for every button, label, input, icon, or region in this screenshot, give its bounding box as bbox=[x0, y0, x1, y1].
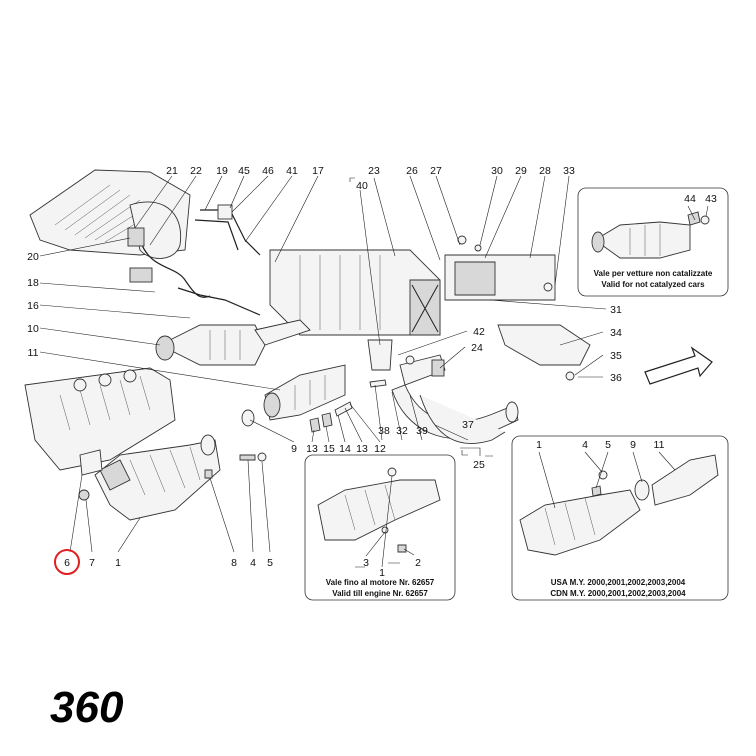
callout-12: 12 bbox=[374, 443, 386, 455]
callout-35: 35 bbox=[610, 350, 622, 362]
callout-6: 6 bbox=[64, 557, 70, 569]
callout-13a: 13 bbox=[306, 443, 318, 455]
callout-18: 18 bbox=[27, 277, 39, 289]
callout-13b: 13 bbox=[356, 443, 368, 455]
callout-26: 26 bbox=[406, 165, 418, 177]
bracket-mark-23 bbox=[349, 177, 355, 182]
note-usa-line: USA M.Y. 2000,2001,2002,2003,2004 bbox=[551, 578, 686, 587]
inset-callout-2: 2 bbox=[415, 557, 421, 569]
note-till-engine-it: Vale fino al motore Nr. 62657 bbox=[326, 578, 435, 587]
inset-usa-callout-4: 4 bbox=[582, 439, 588, 451]
exhaust-pipes-drawing bbox=[391, 354, 519, 444]
callout-1: 1 bbox=[115, 557, 121, 569]
callout-25: 25 bbox=[473, 459, 485, 471]
callout-5: 5 bbox=[267, 557, 273, 569]
inset-usa-callout-9: 9 bbox=[630, 439, 636, 451]
highlight-circle bbox=[54, 549, 80, 575]
note-till-engine-en: Valid till engine Nr. 62657 bbox=[332, 589, 428, 598]
callout-7: 7 bbox=[89, 557, 95, 569]
callout-46: 46 bbox=[262, 165, 274, 177]
callout-37: 37 bbox=[462, 419, 474, 431]
callout-20: 20 bbox=[27, 251, 39, 263]
engine-cover-drawing bbox=[29, 169, 191, 259]
leader-lines bbox=[39, 175, 709, 568]
muffler-bracket-drawing bbox=[444, 235, 556, 301]
catalyst-middle-drawing bbox=[241, 364, 346, 427]
muffler-drawing bbox=[269, 249, 441, 371]
callout-41: 41 bbox=[286, 165, 298, 177]
callout-11: 11 bbox=[28, 347, 39, 359]
callout-44: 44 bbox=[684, 193, 696, 205]
callout-36: 36 bbox=[610, 372, 622, 384]
callout-14: 14 bbox=[339, 443, 351, 455]
callout-29: 29 bbox=[515, 165, 527, 177]
note-cdn-line: CDN M.Y. 2000,2001,2002,2003,2004 bbox=[550, 589, 686, 598]
note-not-catalyzed-en: Valid for not catalyzed cars bbox=[601, 280, 705, 289]
inset-callout-3: 3 bbox=[363, 557, 369, 569]
inset-callout-1: 1 bbox=[379, 567, 385, 579]
inset-usa-callout-1: 1 bbox=[536, 439, 542, 451]
callout-15: 15 bbox=[323, 443, 335, 455]
callout-16: 16 bbox=[27, 300, 39, 312]
note-not-catalyzed-it: Vale per vetture non catalizzate bbox=[594, 269, 713, 278]
heat-shield-drawing bbox=[497, 324, 591, 381]
callout-8: 8 bbox=[231, 557, 237, 569]
callout-28: 28 bbox=[539, 165, 551, 177]
inset-usa-callout-11: 11 bbox=[654, 439, 665, 451]
catalyst-left-drawing bbox=[155, 319, 311, 366]
callout-40: 40 bbox=[356, 180, 368, 192]
inset-till-engine: Vale fino al motore Nr. 62657 Valid till… bbox=[304, 454, 456, 601]
callout-27: 27 bbox=[430, 165, 442, 177]
callout-43: 43 bbox=[705, 193, 717, 205]
inset-usa-cdn: USA M.Y. 2000,2001,2002,2003,2004 CDN M.… bbox=[511, 435, 729, 601]
callout-38: 38 bbox=[378, 425, 390, 437]
callout-22: 22 bbox=[190, 165, 202, 177]
cylinder-head-drawing bbox=[24, 367, 176, 471]
bracket-mark-25 bbox=[461, 450, 468, 456]
small-hardware-drawing bbox=[204, 379, 387, 479]
callout-45: 45 bbox=[238, 165, 250, 177]
exhaust-manifold-drawing bbox=[78, 434, 221, 521]
direction-arrow-icon bbox=[644, 346, 713, 385]
callout-34: 34 bbox=[610, 327, 622, 339]
callout-30: 30 bbox=[491, 165, 503, 177]
callout-4: 4 bbox=[250, 557, 256, 569]
callout-numbers: 21 22 19 45 46 41 17 23 40 26 27 30 29 2… bbox=[27, 165, 717, 579]
highlighted-part-6[interactable]: 6 bbox=[54, 549, 80, 575]
callout-21: 21 bbox=[166, 165, 178, 177]
inset-not-catalyzed: Vale per vetture non catalizzate Valid f… bbox=[577, 187, 729, 297]
callout-19: 19 bbox=[216, 165, 228, 177]
callout-9: 9 bbox=[291, 443, 297, 455]
callout-24: 24 bbox=[471, 342, 483, 354]
inset-usa-callout-5: 5 bbox=[605, 439, 611, 451]
callout-10: 10 bbox=[27, 323, 39, 335]
callout-31: 31 bbox=[610, 304, 622, 316]
callout-23: 23 bbox=[368, 165, 380, 177]
model-label: 360 bbox=[50, 683, 124, 732]
callout-42: 42 bbox=[473, 326, 485, 338]
callout-39: 39 bbox=[416, 425, 428, 437]
callout-33: 33 bbox=[563, 165, 575, 177]
callout-32: 32 bbox=[396, 425, 408, 437]
callout-17: 17 bbox=[312, 165, 324, 177]
